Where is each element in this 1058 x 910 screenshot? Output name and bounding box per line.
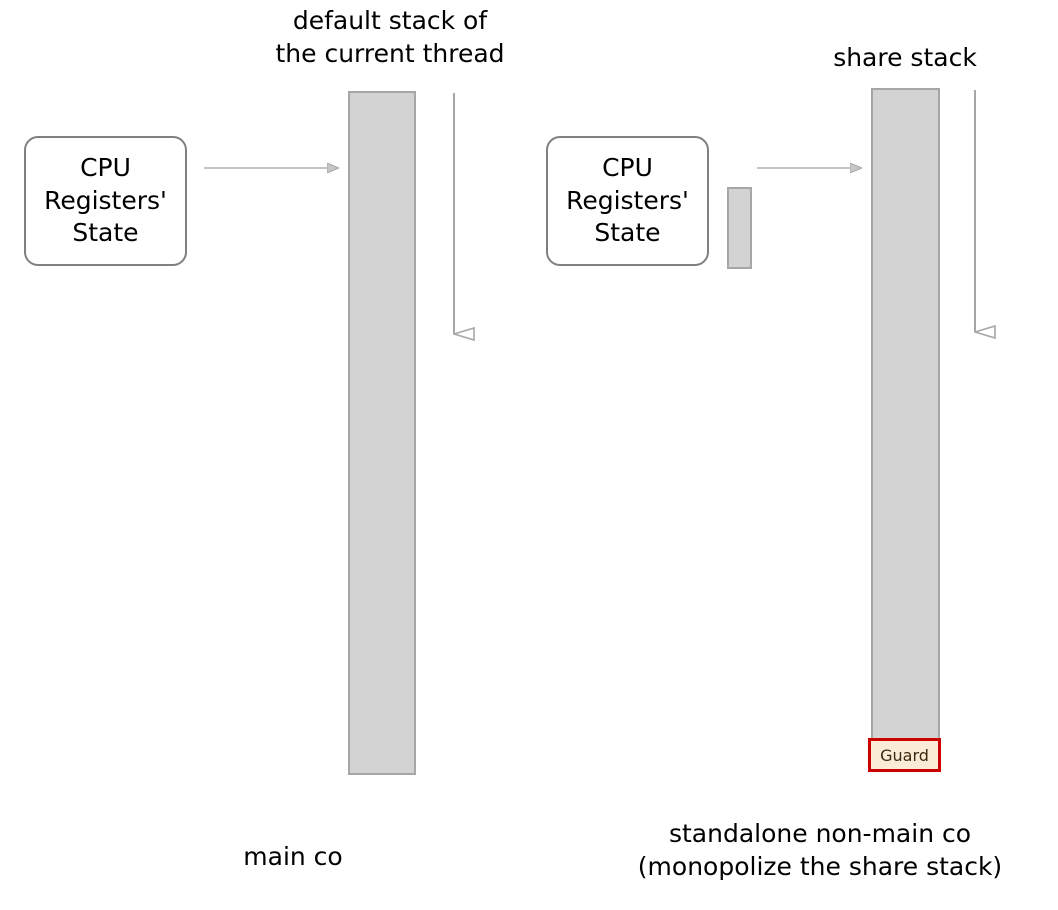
- right-cpu-registers-box[interactable]: CPU Registers' State: [546, 136, 709, 266]
- left-stack-title: default stack of the current thread: [275, 6, 505, 68]
- right-share-stack-bar[interactable]: [871, 88, 940, 740]
- guard-region-box[interactable]: Guard: [868, 738, 941, 772]
- right-stack-title: share stack: [833, 43, 977, 72]
- left-default-stack-bar[interactable]: [348, 91, 416, 775]
- right-saved-stack-block[interactable]: [727, 187, 752, 269]
- left-cpu-registers-box[interactable]: CPU Registers' State: [24, 136, 187, 266]
- right-panel-caption: standalone non-main co (monopolize the s…: [637, 819, 1003, 881]
- left-panel-caption: main co: [243, 842, 343, 871]
